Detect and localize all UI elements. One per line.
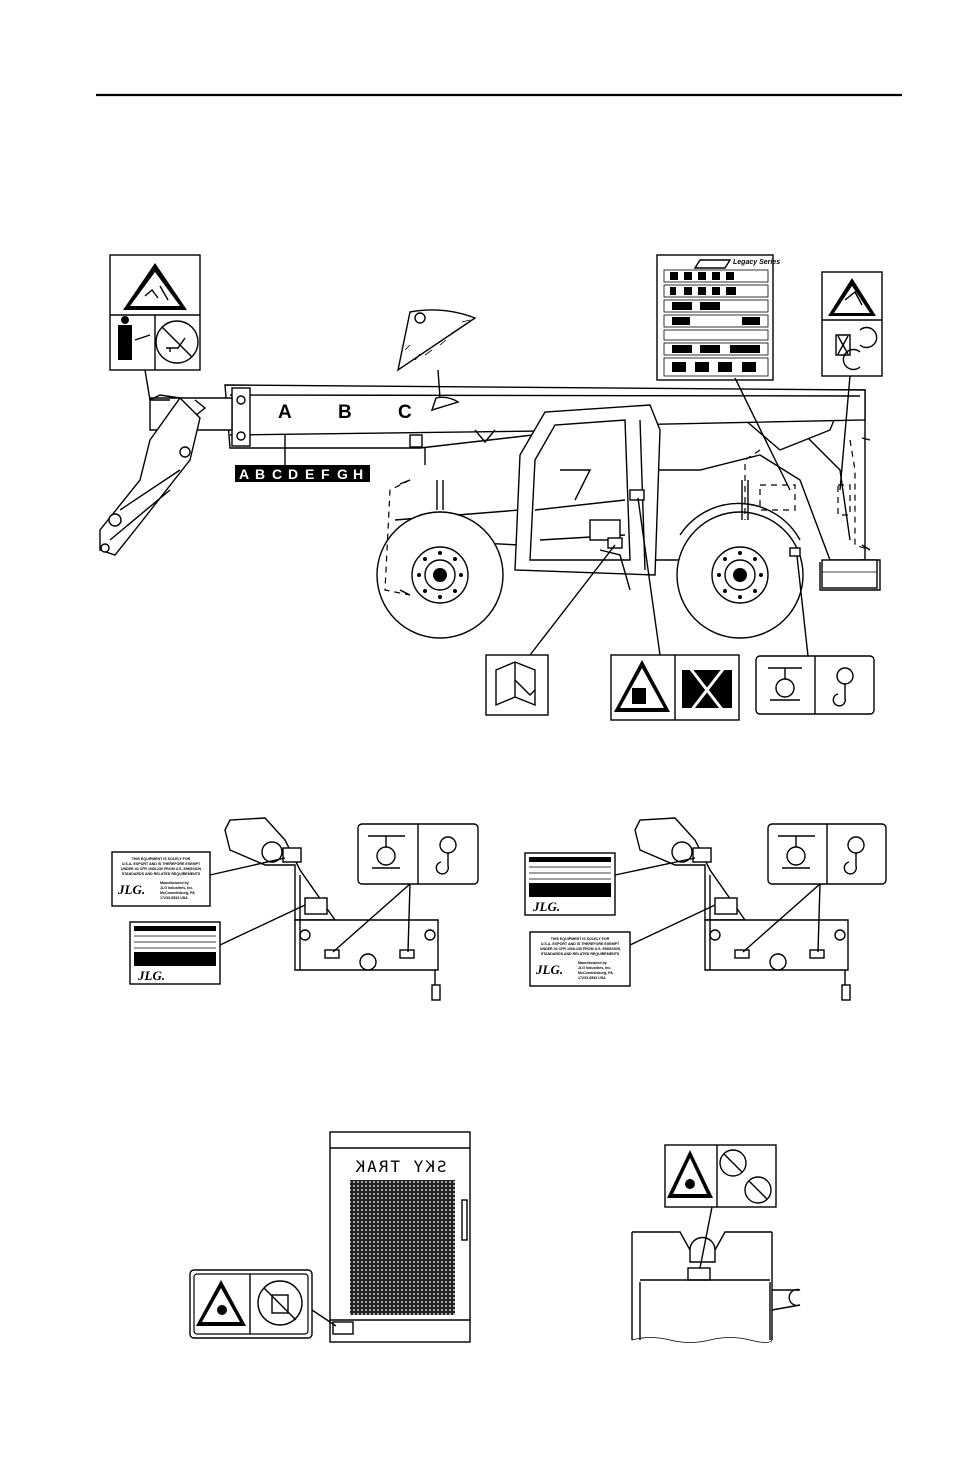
export-decal-left: THIS EQUIPMENT IS SOLELY FOR U.S.A. EXPO… — [111, 851, 286, 907]
operation-guide-decal: Legacy Series — [656, 254, 791, 491]
stay-clear-warning-decal — [109, 254, 201, 401]
serial-plate-right: JLG. — [524, 852, 696, 916]
strip-letter-b: B — [255, 466, 265, 482]
jlg-logo-left: JLG. — [117, 882, 145, 897]
guide-title: Legacy Series — [733, 259, 780, 266]
maker-line-2-right: JLG Industries, Inc. — [578, 966, 611, 970]
export-line-4-left: STANDARDS AND RELATED REQUIREMENTS — [122, 872, 201, 876]
telehandler-side-view: A B C — [99, 384, 881, 639]
strip-letter-d: D — [288, 466, 298, 482]
maker-line-1-left: Manufactured by — [160, 881, 189, 885]
export-decal-right: THIS EQUIPMENT IS SOLELY FOR U.S.A. EXPO… — [529, 904, 716, 987]
export-line-3-left: UNDER 40 CFR 1068.230 FROM U.S. EMISSION — [121, 867, 202, 871]
boom-section-a: A — [278, 402, 292, 423]
engine-cover-panel: SKY TRAK — [329, 1131, 471, 1343]
fuel-fire-hazard-decal — [664, 1144, 777, 1269]
strip-letter-f: F — [321, 466, 330, 482]
rear-axle-view-left — [224, 817, 441, 1001]
maker-line-4-left: 17233-9533 USA — [160, 896, 188, 900]
export-line-2-left: U.S.A. EXPORT AND IS THEREFORE EXEMPT — [122, 862, 201, 866]
jlg-logo-plate-right: JLG. — [532, 899, 560, 914]
maker-line-4-right: 17233-9533 USA — [578, 976, 606, 980]
export-line-3-right: UNDER 40 CFR 1068.230 FROM U.S. EMISSION — [540, 947, 621, 951]
export-line-4-right: STANDARDS AND RELATED REQUIREMENTS — [541, 952, 620, 956]
tie-down-decal — [755, 555, 875, 715]
export-line-1-right: THIS EQUIPMENT IS SOLELY FOR — [551, 937, 610, 941]
boom-length-strip-decal: A B C D E F G H — [235, 435, 370, 482]
strip-letter-e: E — [305, 466, 314, 482]
tie-down-decal-mid-left — [332, 823, 479, 953]
export-line-1-left: THIS EQUIPMENT IS SOLELY FOR — [132, 857, 191, 861]
manual-storage-decal — [485, 544, 616, 716]
boom-section-b: B — [338, 402, 352, 423]
serial-plate-left: JLG. — [129, 904, 306, 985]
rear-axle-view-right — [634, 817, 851, 1001]
tie-down-decal-mid-right — [742, 823, 887, 953]
boom-angle-indicator — [396, 309, 477, 465]
jlg-logo-right: JLG. — [535, 962, 563, 977]
export-line-2-right: U.S.A. EXPORT AND IS THEREFORE EXEMPT — [541, 942, 620, 946]
cab-brand-mirrored: SKY TRAK — [353, 1157, 446, 1176]
strip-letter-c: C — [272, 466, 282, 482]
fan-hazard-decal — [189, 1269, 337, 1339]
maker-line-3-right: McConnellsburg, PA — [578, 971, 613, 975]
strip-letter-g: G — [337, 466, 348, 482]
strip-letter-h: H — [353, 466, 363, 482]
strip-letter-a: A — [239, 466, 249, 482]
jlg-logo-plate-left: JLG. — [137, 968, 165, 983]
maker-line-2-left: JLG Industries, Inc. — [160, 886, 193, 890]
boom-section-c: C — [398, 402, 412, 423]
maker-line-1-right: Manufactured by — [578, 961, 607, 965]
personnel-hazard-decal — [610, 497, 740, 721]
maker-line-3-left: McConnellsburg, PA — [160, 891, 195, 895]
fuel-tank-view — [631, 1231, 801, 1343]
crush-hazard-decal — [821, 271, 883, 491]
